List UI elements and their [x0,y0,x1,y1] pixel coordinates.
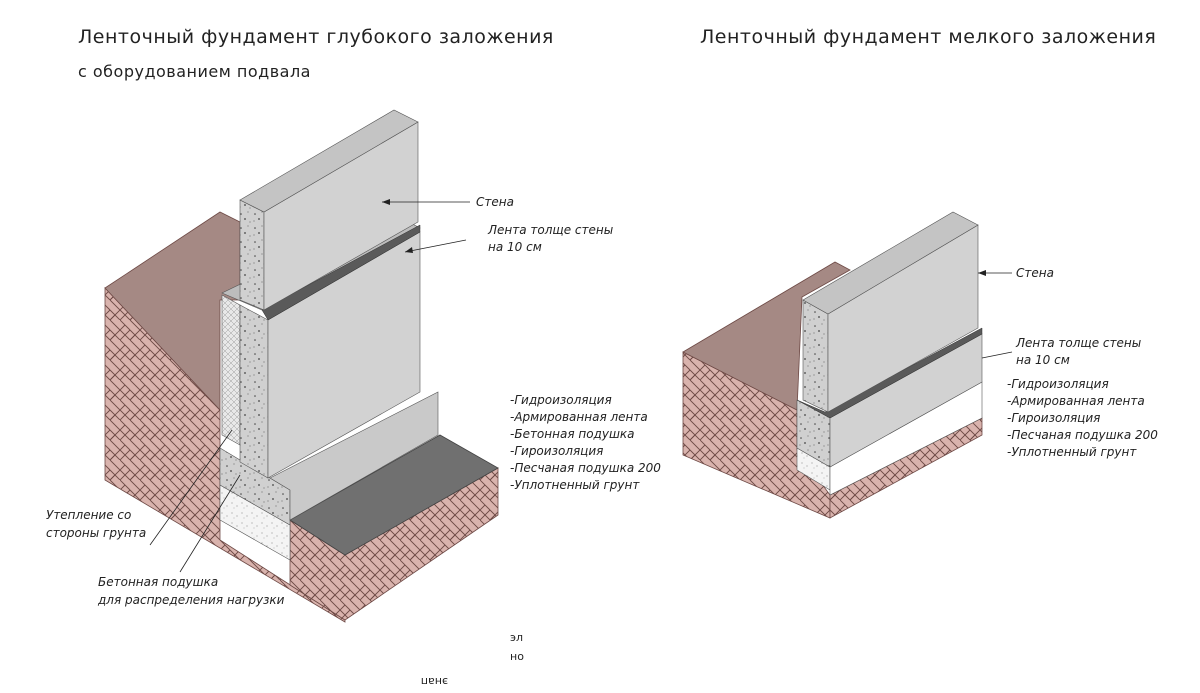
label-pad-1: Бетонная подушка [98,575,218,589]
right-soil-top [682,261,851,411]
title-left-line1: Ленточный фундамент глубокого заложения [78,26,554,48]
left-concrete-pad-side [269,391,439,521]
cropped-fragment: энап [421,675,448,688]
title-left-line2: с оборудованием подвала [78,62,311,81]
left-wall-front [239,199,265,311]
leader-left-pad [179,474,241,573]
label-right-strip-1: Лента толще стены [1015,336,1141,350]
cropped-fragment: эл [510,631,523,644]
leader-right-strip [981,351,1013,359]
label-left-strip-2: на 10 см [488,240,542,254]
right-layer-item: -Уплотненный грунт [1007,445,1137,459]
right-waterproofing [796,327,983,419]
right-layer-list: -Гидроизоляция -Армированная лента -Гиро… [1007,377,1158,459]
label-right-strip-2: на 10 см [1016,353,1070,367]
cropped-fragment: но [510,650,524,663]
left-waterproofing [261,224,421,321]
label-pad-2: для распределения нагрузки [97,593,285,607]
left-layer-item: -Песчаная подушка 200 [510,461,661,475]
right-wall-top [802,211,979,315]
left-layer-item: -Бетонная подушка [510,427,635,441]
label-left-strip-1: Лента толще стены [487,223,613,237]
arrow-left-strip [405,247,413,253]
arrow-left-wall [382,199,390,205]
right-layer-item: -Песчаная подушка 200 [1007,428,1158,442]
left-layer-item: -Гидроизоляция [510,393,612,407]
deep-foundation-drawing [104,109,499,623]
label-insulation-1: Утепление со [46,508,131,522]
left-wall-top [239,109,419,213]
label-right-wall: Стена [1016,266,1054,280]
leader-left-insulation [149,429,233,546]
right-layer-item: -Гидроизоляция [1007,377,1109,391]
arrow-right-wall [978,270,986,276]
left-layer-item: -Гироизоляция [510,444,603,458]
shallow-foundation-drawing [682,211,983,519]
label-left-wall: Стена [476,195,514,209]
left-layer-list: -Гидроизоляция -Армированная лента -Бето… [510,393,661,492]
left-strip-front [239,304,269,479]
title-right: Ленточный фундамент мелкого заложения [700,26,1156,48]
left-layer-item: -Армированная лента [510,410,648,424]
right-layer-item: -Армированная лента [1007,394,1145,408]
left-slab-top [289,434,499,556]
leader-left-strip [404,239,467,253]
right-wall-front [802,299,829,413]
right-layer-item: -Гироизоляция [1007,411,1100,425]
label-insulation-2: стороны грунта [46,526,146,540]
left-layer-item: -Уплотненный грунт [510,478,640,492]
left-insulation [221,294,241,446]
